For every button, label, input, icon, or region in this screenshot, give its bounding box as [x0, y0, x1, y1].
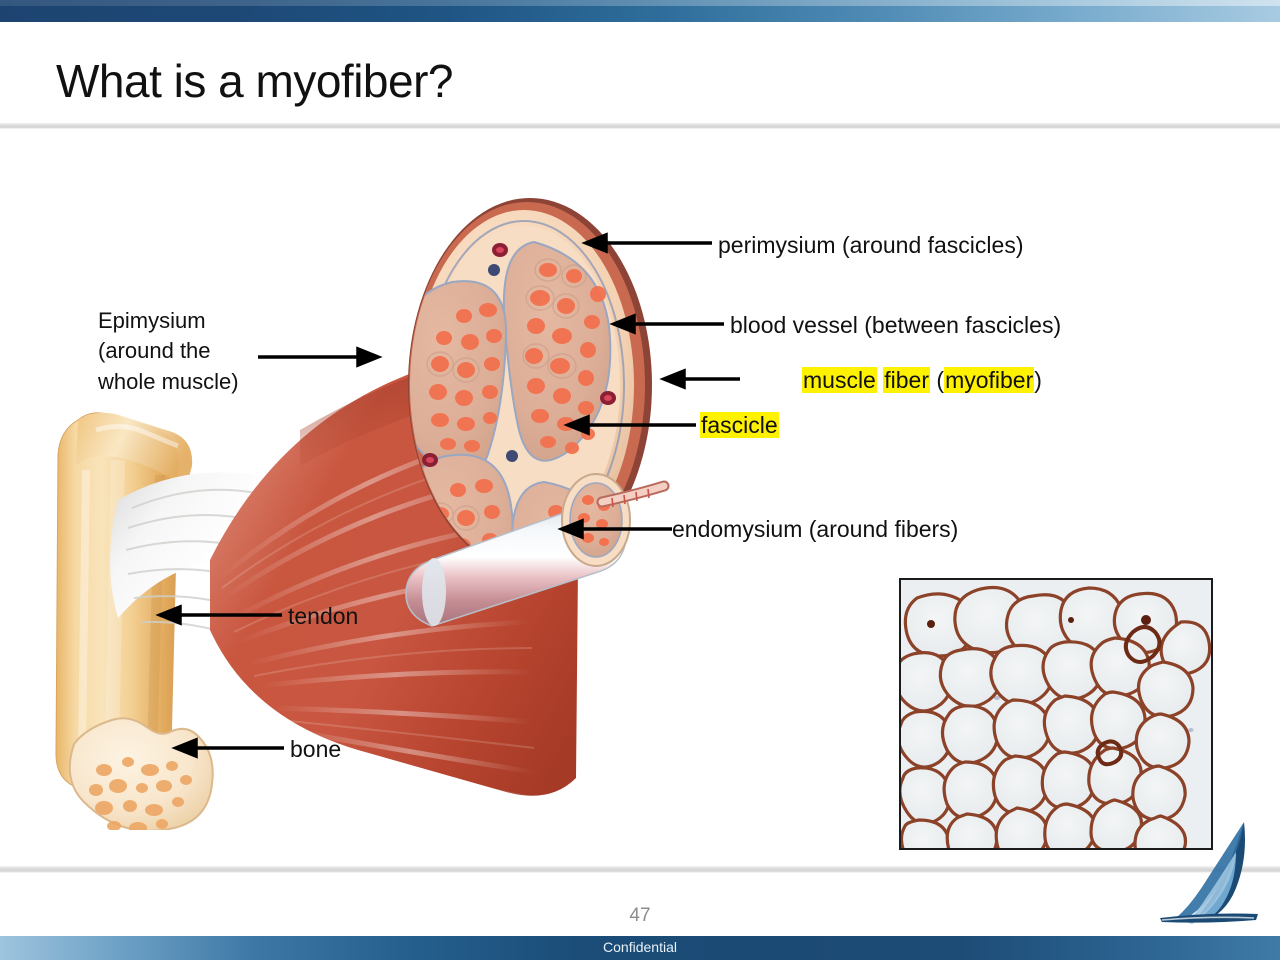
label-epimysium-line3: whole muscle): [98, 368, 239, 394]
label-blood-vessel: blood vessel (between fascicles): [730, 312, 1062, 338]
label-perimysium: perimysium (around fascicles): [718, 232, 1024, 258]
label-muscle-fiber-word1: muscle: [802, 367, 877, 393]
label-muscle-fiber-word2: fiber: [883, 367, 930, 393]
micrograph-svg: [901, 580, 1211, 848]
label-muscle-fiber-close-paren: ): [1034, 367, 1042, 393]
footer-divider: [0, 866, 1280, 873]
label-muscle-fiber-open-paren: (: [936, 367, 945, 393]
label-epimysium-line2: (around the: [98, 338, 211, 364]
label-endomysium: endomysium (around fibers): [672, 516, 959, 542]
label-bone: bone: [290, 736, 342, 762]
top-accent-bar-shine: [0, 0, 1280, 6]
bottom-accent-bar: [0, 936, 1280, 960]
micrograph-image: [899, 578, 1213, 850]
label-muscle-fiber-word3: myofiber: [944, 367, 1035, 393]
title-divider: [0, 123, 1280, 129]
page-number: 47: [629, 905, 651, 926]
label-muscle-fiber: muscle fiber (myofiber): [802, 365, 1042, 395]
sailboat-logo: [1160, 822, 1258, 924]
label-fascicle: fascicle: [700, 412, 779, 438]
top-accent-bar: [0, 0, 1280, 22]
bone-marrow-pores: [89, 757, 192, 830]
label-fascicle-wrap: fascicle: [700, 410, 779, 440]
label-epimysium-line1: Epimysium: [98, 308, 206, 333]
muscle-anatomy-illustration: [55, 198, 740, 830]
page-title: What is a myofiber?: [56, 55, 453, 107]
label-epimysium: Epimysium (around the whole muscle): [98, 306, 239, 397]
protruding-myofiber: [561, 473, 670, 567]
confidential-label: Confidential: [603, 939, 677, 955]
label-tendon: tendon: [288, 603, 359, 629]
callout-leader-lines: [155, 232, 740, 759]
